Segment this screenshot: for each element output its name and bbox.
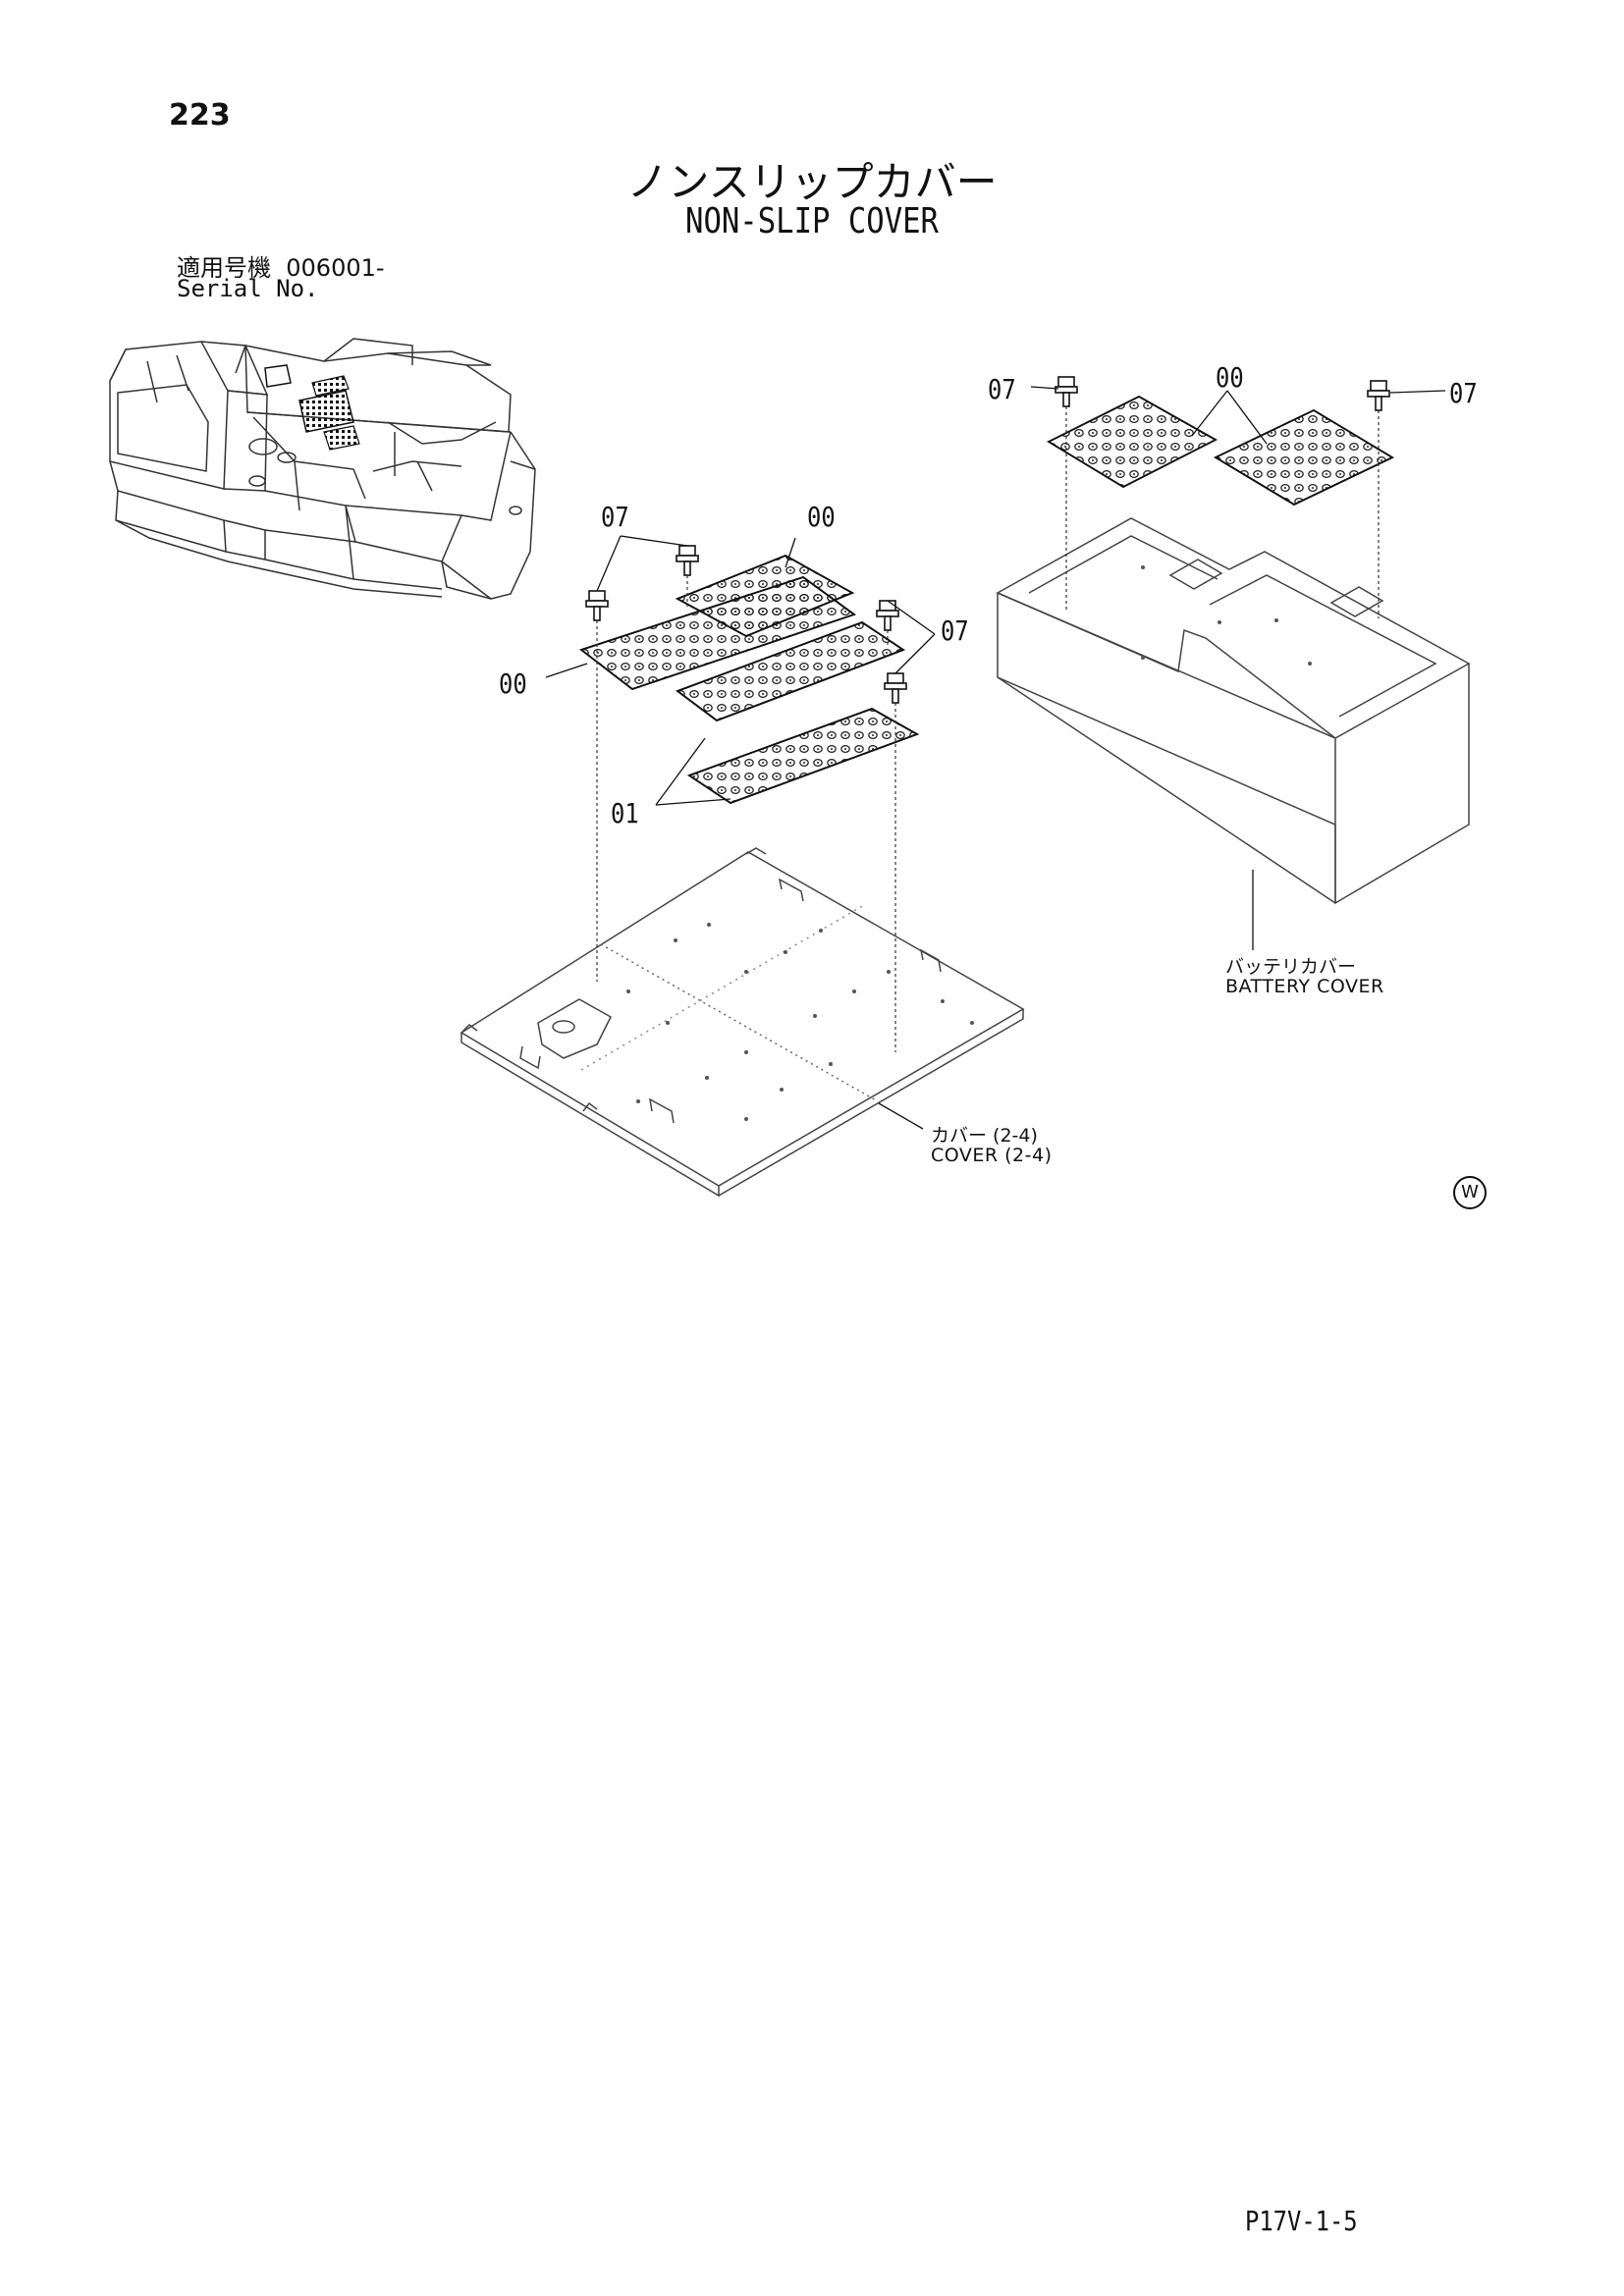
document-code: P17V-1-5 [1245,2205,1358,2237]
callout-00-battery: 00 [1216,361,1244,394]
machine-overview-sketch [109,338,536,600]
battery-leader-lines [1030,386,1446,950]
cover-plate-2-4 [460,847,1025,1198]
battery-non-slip-pads [1047,395,1394,507]
callout-07-battery-left: 07 [988,373,1016,405]
battery-bolts [1055,376,1390,411]
serial-label-jp: 適用号機 [177,254,271,282]
serial-applicability: 適用号機 006001- [177,248,385,283]
battery-pad-outlines [1047,395,1394,507]
callout-01: 01 [611,797,639,829]
center-pad-outlines [579,555,920,805]
serial-value: 006001- [286,254,385,282]
center-leader-lines [545,535,936,1130]
serial-label-en: Serial No. [177,275,319,302]
cover-label-jp: カバー (2-4) [931,1125,1038,1147]
callout-00-left: 00 [499,667,527,700]
center-bolts [585,545,907,704]
center-drop-lines [596,575,896,1052]
callout-07-mid: 07 [941,614,969,647]
title-english: NON-SLIP COVER [685,201,939,241]
callout-07-battery-right: 07 [1449,377,1478,409]
cover-plate-holes [626,923,974,1121]
page-number: 223 [169,98,231,133]
battery-cover-label-jp: バッテリカバー [1225,956,1357,978]
callout-07-left: 07 [601,501,629,533]
corner-mark: W [1453,1176,1487,1209]
battery-box-holes [1141,565,1312,666]
battery-box [996,517,1471,905]
callout-00-top: 00 [807,501,836,533]
battery-cover-label-en: BATTERY COVER [1225,976,1384,997]
battery-drop-lines [1065,406,1380,618]
cover-label-en: COVER (2-4) [931,1145,1053,1166]
machine-highlight-areas [264,364,360,451]
center-non-slip-pads [579,555,920,805]
title-japanese: ノンスリップカバー [626,158,998,206]
